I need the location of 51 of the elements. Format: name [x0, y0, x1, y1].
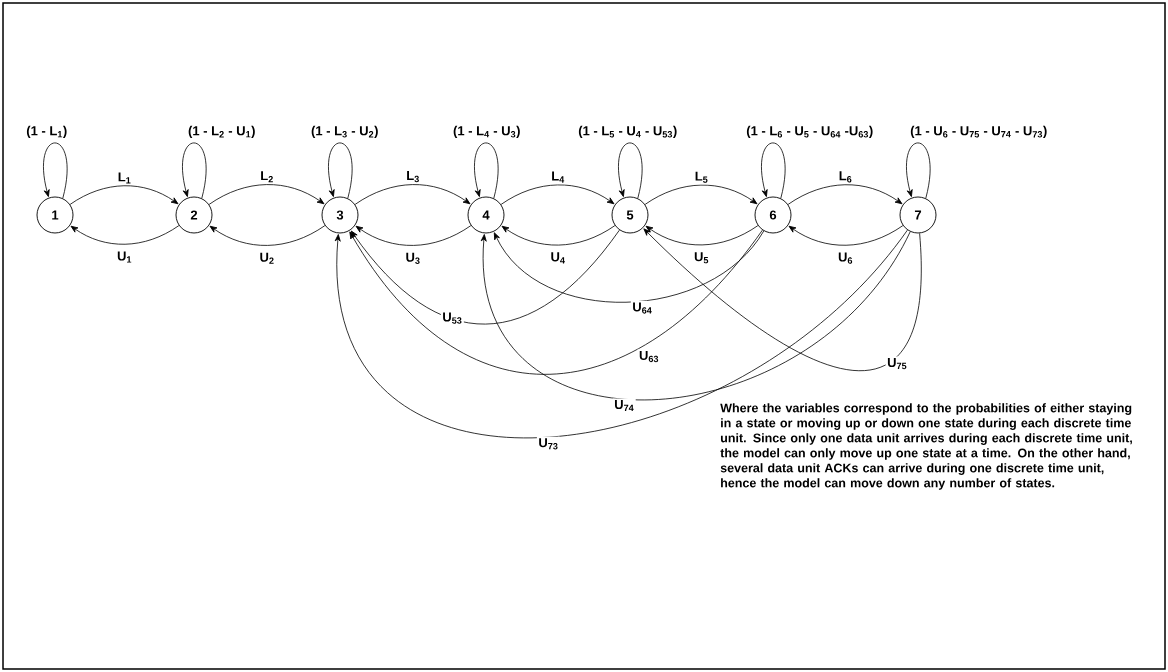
note-text: Where the variables correspond to the probabilities of either staying in a state or moving up or down one state during each discrete time unit. Since only one data unit arrives during each discrete time unit, the model can only move up one state at a time. On the other hand, several data unit ACKs can arrive during one discrete time unit, hence the model can move down any number of states.: [720, 403, 1132, 490]
edge-label: U$_{63}$: [637, 349, 661, 364]
arrow: [643, 228, 922, 371]
edge-label: U$_{74}$: [612, 398, 636, 413]
self-loop-arrow: [43, 142, 68, 199]
edge-label: L$_{3}$: [404, 169, 422, 184]
arrow: [209, 225, 326, 246]
edge-label: (1 - U$_{6}$ - U$_{75}$ - U$_{74}$ - U$_{73}$): [908, 124, 1049, 140]
edge-label: (1 - L$_{5}$ - U$_{4}$ - U$_{53}$): [576, 124, 679, 140]
edge-label: L$_{6}$: [837, 169, 854, 184]
edge-label: (1 - L$_{4}$ - U$_{3}$): [451, 124, 522, 140]
arrow: [645, 225, 759, 246]
edge-label: L$_{1}$: [116, 170, 133, 185]
arrow: [208, 184, 325, 205]
arrow: [644, 184, 758, 205]
self-loop-arrow: [906, 142, 931, 199]
edge-label: U$_{6}$: [836, 251, 855, 266]
edge-label: U$_{2}$: [258, 251, 276, 266]
arrow: [334, 229, 908, 438]
edge-label: (1 - L$_{1}$): [24, 124, 69, 140]
arrow: [480, 231, 911, 401]
self-loop-arrow: [474, 142, 499, 199]
edge-label: (1 - L$_{6}$ - U$_{5}$ - U$_{64}$ -U$_{63}$): [744, 124, 875, 140]
arrow: [788, 225, 904, 246]
edge-label: U$_{5}$: [692, 250, 711, 265]
edge-label: (1 - L$_{3}$ - U$_{2}$): [309, 124, 380, 140]
edge-label: L$_{4}$: [549, 170, 567, 185]
edge-label: L$_{2}$: [258, 169, 276, 184]
arrow: [70, 225, 180, 245]
self-loop-arrow: [328, 142, 353, 199]
arrow: [349, 229, 763, 375]
edge-label: (1 - L$_{2}$ - U$_{1}$): [186, 124, 257, 140]
arrow: [787, 184, 903, 205]
edge-label: U$_{1}$: [115, 250, 134, 265]
arrow: [350, 229, 620, 325]
arrow: [355, 225, 472, 246]
arrow: [493, 230, 765, 303]
edge-label: U$_{73}$: [536, 436, 560, 451]
edge-label: U$_{75}$: [885, 356, 909, 371]
edge-label: U$_{53}$: [440, 311, 464, 326]
arrow: [69, 185, 179, 205]
arrow: [354, 184, 471, 205]
arrow: [501, 225, 616, 246]
self-loop-arrow: [761, 142, 786, 199]
edge-label: U$_{3}$: [404, 251, 422, 266]
edge-label: U$_{4}$: [549, 250, 567, 265]
self-loop-arrow: [618, 142, 643, 199]
edge-label: U$_{64}$: [630, 300, 654, 316]
arrow: [500, 184, 615, 205]
self-loop-arrow: [182, 142, 207, 199]
edge-label: L$_{5}$: [693, 170, 710, 185]
